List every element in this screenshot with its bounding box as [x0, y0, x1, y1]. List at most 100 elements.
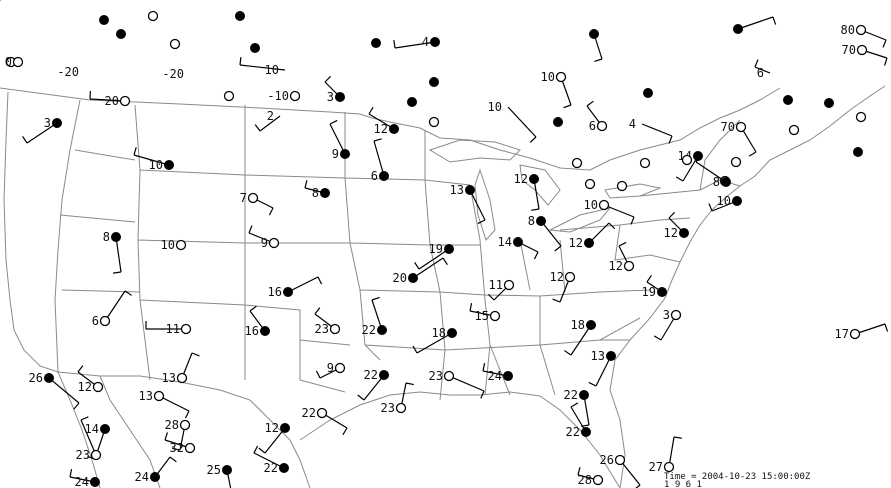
temperature-label: -20	[57, 65, 79, 79]
sky-cover-clear	[99, 315, 111, 327]
station-model: 7	[240, 191, 274, 216]
sky-cover-overcast	[733, 24, 743, 34]
sky-cover-overcast	[150, 472, 160, 482]
station-model: 17	[835, 323, 889, 341]
station-model	[428, 116, 440, 128]
wind-barb-flag	[883, 57, 888, 66]
state-lines	[54, 99, 741, 401]
wind-barb-flag	[487, 293, 495, 301]
sky-cover-clear	[12, 56, 24, 68]
baja-coast	[57, 371, 101, 488]
sky-cover-clear	[443, 370, 455, 382]
wind-barb	[158, 395, 190, 412]
pacific-coast	[3, 91, 59, 373]
wind-barb-flag	[442, 257, 448, 265]
temperature-label: 4	[422, 35, 429, 49]
sky-cover-clear	[316, 407, 328, 419]
station-model: 13	[162, 352, 200, 385]
wind-barb-flag	[314, 307, 321, 315]
sky-cover-overcast	[283, 287, 293, 297]
station-model: 9	[315, 361, 346, 379]
wind-barb	[570, 324, 592, 356]
temperature-label: 12	[569, 236, 583, 250]
sky-cover-overcast	[235, 11, 245, 21]
station-model	[571, 157, 583, 169]
sky-cover-clear	[90, 449, 102, 461]
sky-cover-clear	[153, 390, 165, 402]
wind-barb	[89, 98, 126, 102]
wind-barb	[416, 332, 453, 354]
temperature-label: 13	[162, 371, 176, 385]
temperature-label: 6	[92, 314, 99, 328]
temperature-label: 24	[135, 470, 149, 484]
sky-cover-overcast	[320, 188, 330, 198]
wind-barb-flag	[482, 363, 486, 372]
sky-cover-clear	[855, 24, 867, 36]
temperature-label: 15	[475, 309, 489, 323]
station-model	[553, 117, 563, 127]
temperature-label: 17	[835, 327, 849, 341]
station-model: 13	[139, 389, 190, 419]
wind-barb-flag	[884, 323, 889, 332]
station-model: 19	[642, 275, 667, 299]
sky-cover-clear	[596, 120, 608, 132]
station-model	[783, 95, 793, 105]
station-model: 24	[135, 456, 177, 484]
sky-cover-clear	[395, 402, 407, 414]
temperature-label: 14	[498, 235, 512, 249]
station-model: 22	[564, 388, 590, 427]
temperature-label: 13	[591, 349, 605, 363]
wind-barb-flag	[329, 119, 338, 125]
temperature-label: 12	[550, 270, 564, 284]
wind-barb	[854, 323, 886, 335]
station-model: 10	[488, 100, 537, 143]
sky-cover-overcast	[581, 427, 591, 437]
temperature-label: 10	[265, 63, 279, 77]
temperature-label: 6	[371, 169, 378, 183]
wind-barb-flag	[635, 484, 641, 488]
lake-ontario	[604, 183, 662, 199]
temperature-label: 19	[642, 285, 656, 299]
wind-barb-flag	[673, 436, 682, 439]
sky-cover-clear	[247, 192, 259, 204]
wind-barb-flag	[564, 350, 572, 356]
sky-cover-overcast	[586, 320, 596, 330]
wind-barb	[80, 419, 97, 456]
wind-barb-flag	[69, 469, 73, 478]
sky-cover-overcast	[536, 216, 546, 226]
wind-barb	[259, 115, 281, 132]
wind-barb	[469, 189, 486, 221]
wind-barb-flag	[653, 335, 662, 341]
sky-cover-overcast	[721, 177, 731, 187]
wind-barb	[619, 459, 641, 486]
wind-barb-flag	[594, 58, 603, 63]
temperature-label: 3	[663, 308, 670, 322]
wind-barb-flag	[317, 276, 323, 285]
sky-cover-overcast	[732, 196, 742, 206]
wind-barb-flag	[304, 180, 308, 189]
sky-cover-clear	[175, 239, 187, 251]
sky-cover-overcast	[429, 77, 439, 87]
wind-barb-flag	[184, 410, 190, 419]
station-model: 26	[600, 453, 641, 488]
sky-cover-clear	[592, 474, 604, 486]
wind-barb-flag	[368, 106, 374, 115]
station-model: 16	[245, 305, 270, 338]
sky-cover-overcast	[783, 95, 793, 105]
sky-cover-overcast	[853, 147, 863, 157]
temperature-label: 2	[267, 109, 274, 123]
sky-cover-overcast	[340, 149, 350, 159]
temperature-label: -20	[162, 67, 184, 81]
station-model	[824, 98, 834, 108]
station-model: 9	[248, 225, 280, 250]
station-model: 13	[588, 349, 616, 387]
station-model	[639, 157, 651, 169]
sky-cover-clear	[855, 111, 867, 123]
temperature-label: 23	[429, 369, 443, 383]
sky-cover-overcast	[379, 370, 389, 380]
wind-barb-flag	[77, 365, 84, 373]
sky-cover-overcast	[222, 465, 232, 475]
temperature-label: 9	[261, 236, 268, 250]
station-model	[589, 29, 603, 63]
station-model: 10	[239, 56, 286, 77]
